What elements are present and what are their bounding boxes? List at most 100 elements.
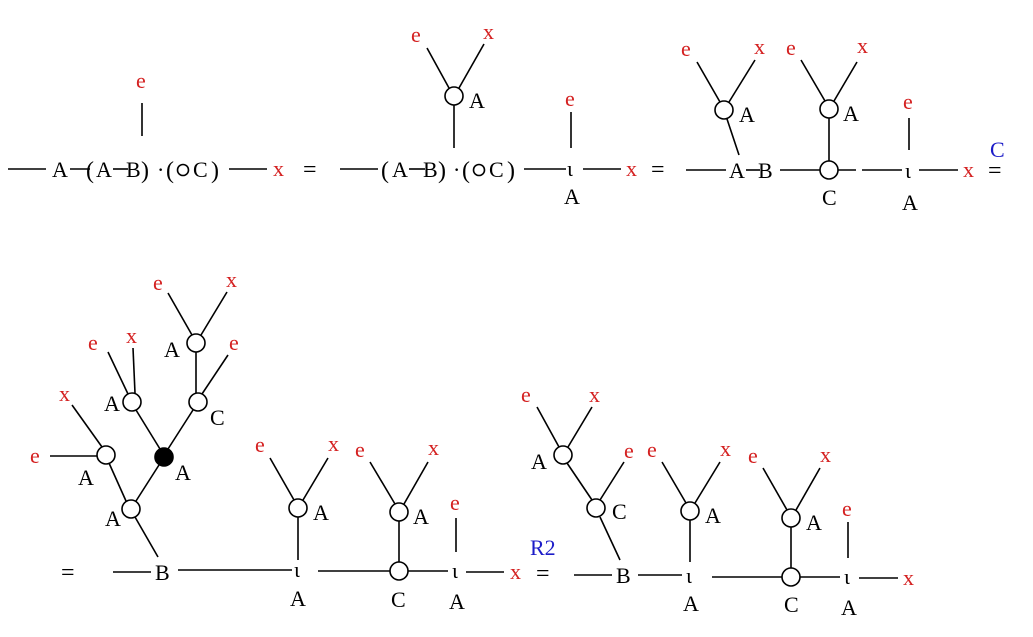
label-b: B (126, 157, 141, 182)
leaf-x: x (820, 442, 831, 467)
label-a: A (564, 184, 580, 209)
leaf-e: e (255, 432, 265, 457)
leaf-x: x (428, 435, 439, 460)
close-paren: ) (438, 158, 446, 184)
leaf-e: e (450, 490, 460, 515)
leaf-x: x (626, 156, 637, 181)
iota-symbol: ι (905, 158, 911, 183)
leaf-x: x (59, 381, 70, 406)
iota-symbol: ι (294, 557, 300, 582)
node-a (781, 508, 801, 528)
label-c: C (612, 499, 627, 524)
node-c (586, 498, 606, 518)
label-a: A (705, 503, 721, 528)
equals-sign: = (303, 157, 317, 183)
label-a: A (729, 158, 745, 183)
leaf-x: x (126, 323, 137, 348)
label-a: A (469, 88, 485, 113)
close-paren: ) (211, 158, 219, 184)
node-a (680, 501, 700, 521)
label-c: C (391, 587, 406, 612)
leaf-e: e (229, 330, 239, 355)
label-a: A (96, 157, 112, 182)
node-c (819, 160, 839, 180)
label-a: A (843, 101, 859, 126)
term-3: A B A e x C A e x e ι A x (681, 33, 974, 215)
leaf-x: x (589, 382, 600, 407)
rule-label-r2: R2 (530, 535, 556, 560)
node-a-filled (154, 447, 174, 467)
node-a (389, 502, 409, 522)
label-a: A (313, 500, 329, 525)
leaf-e: e (153, 270, 163, 295)
leaf-x: x (754, 34, 765, 59)
label-a: A (841, 595, 857, 620)
iota-symbol: ι (452, 558, 458, 583)
open-paren: ( (166, 158, 174, 184)
leaf-e: e (842, 496, 852, 521)
node-c (188, 392, 208, 412)
label-a: A (104, 391, 120, 416)
label-c: C (784, 592, 799, 617)
open-paren: ( (86, 158, 94, 184)
leaf-e: e (30, 443, 40, 468)
label-c: C (210, 405, 225, 430)
iota-symbol: ι (844, 564, 850, 589)
dot-operator: · (157, 157, 164, 182)
node-c (389, 561, 409, 581)
label-a: A (392, 157, 408, 182)
close-paren: ) (141, 158, 149, 184)
label-a: A (902, 190, 918, 215)
compose-circle (176, 163, 190, 177)
node-c (781, 567, 801, 587)
label-a: A (52, 157, 68, 182)
term-5: B C e A e x A e x ι A C A e x (521, 382, 914, 620)
leaf-x: x (857, 33, 868, 58)
iota-symbol: ι (567, 156, 573, 181)
leaf-e: e (647, 437, 657, 462)
leaf-x: x (328, 431, 339, 456)
term-1: A ( A B ) e · ( C ) x (8, 68, 284, 184)
node-a (714, 100, 734, 120)
open-paren: ( (462, 158, 470, 184)
compose-circle (472, 163, 486, 177)
leaf-e: e (521, 382, 531, 407)
leaf-e: e (748, 443, 758, 468)
leaf-x: x (273, 156, 284, 181)
label-a: A (739, 102, 755, 127)
leaf-e: e (624, 438, 634, 463)
node-a (186, 333, 206, 353)
label-a: A (683, 591, 699, 616)
node-a (553, 445, 573, 465)
label-b: B (616, 563, 631, 588)
leaf-x: x (226, 267, 237, 292)
label-a: A (413, 504, 429, 529)
equals-sign: = (61, 560, 75, 586)
leaf-e: e (786, 35, 796, 60)
node-a (96, 445, 116, 465)
label-a: A (531, 449, 547, 474)
label-b: B (423, 157, 438, 182)
leaf-x: x (963, 157, 974, 182)
label-a: A (449, 589, 465, 614)
leaf-x: x (720, 436, 731, 461)
rule-label-c: C (990, 137, 1005, 162)
leaf-e: e (355, 437, 365, 462)
leaf-e: e (411, 22, 421, 47)
label-a: A (175, 460, 191, 485)
equals-sign: = (536, 561, 550, 587)
label-b: B (155, 560, 170, 585)
label-a: A (806, 510, 822, 535)
leaf-x: x (510, 559, 521, 584)
leaf-e: e (565, 86, 575, 111)
term-2: ( A B ) · ( C ) A e x e ι A x (340, 19, 637, 209)
node-a (819, 99, 839, 119)
label-a: A (78, 465, 94, 490)
label-a: A (290, 586, 306, 611)
label-a: A (164, 337, 180, 362)
node-a (122, 392, 142, 412)
equals-sign: = (651, 157, 665, 183)
term-4: B A A e x A A e x C e A e x (30, 267, 521, 614)
open-paren: ( (381, 158, 389, 184)
